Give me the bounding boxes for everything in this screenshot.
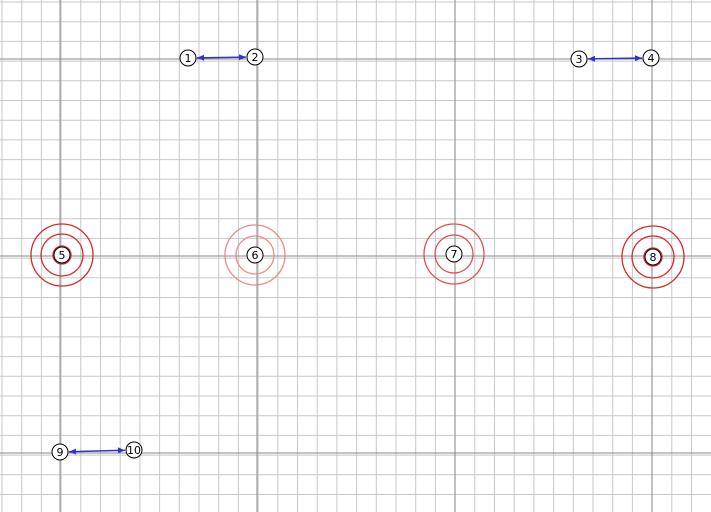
marker-circle bbox=[51, 443, 69, 461]
target-rings-8 bbox=[621, 225, 685, 289]
arrows-layer bbox=[68, 54, 643, 455]
marker-circle bbox=[125, 441, 143, 459]
marker-circle bbox=[53, 246, 71, 264]
arrow-shaft bbox=[196, 56, 247, 59]
arrow-head bbox=[587, 55, 596, 62]
marker-5: 5 bbox=[53, 246, 71, 264]
target-ring bbox=[631, 235, 675, 279]
target-ring bbox=[423, 223, 485, 285]
arrow-head bbox=[634, 55, 643, 62]
target-ring bbox=[224, 224, 286, 286]
arrow-head bbox=[238, 54, 247, 61]
target-ring bbox=[434, 234, 474, 274]
target-rings-5 bbox=[30, 223, 94, 287]
marker-circle bbox=[179, 49, 197, 67]
target-ring bbox=[52, 245, 72, 265]
marker-circle bbox=[570, 50, 588, 68]
arrow-1-2 bbox=[196, 54, 247, 61]
arrow-head bbox=[117, 447, 126, 454]
marker-4: 4 bbox=[642, 49, 660, 67]
target-rings-7 bbox=[423, 223, 485, 285]
targets-layer bbox=[30, 223, 685, 289]
arrow-head bbox=[68, 448, 77, 455]
marker-label: 9 bbox=[57, 446, 64, 459]
target-ring bbox=[40, 233, 84, 277]
marker-9: 9 bbox=[51, 443, 69, 461]
marker-circle bbox=[642, 49, 660, 67]
target-ring bbox=[235, 235, 275, 275]
marker-label: 6 bbox=[252, 249, 259, 262]
marker-6: 6 bbox=[246, 246, 264, 264]
target-ring bbox=[621, 225, 685, 289]
marker-8: 8 bbox=[644, 248, 662, 266]
marker-7: 7 bbox=[445, 245, 463, 263]
arrow-shaft bbox=[587, 57, 643, 60]
marker-label: 2 bbox=[252, 51, 259, 64]
target-ring bbox=[643, 247, 663, 267]
marker-label: 5 bbox=[59, 249, 66, 262]
marker-10: 10 bbox=[125, 441, 143, 459]
marker-label: 1 bbox=[185, 52, 192, 65]
marker-label: 3 bbox=[576, 53, 583, 66]
target-rings-6 bbox=[224, 224, 286, 286]
marker-label: 4 bbox=[648, 52, 655, 65]
arrow-3-4 bbox=[587, 55, 643, 62]
arrow-head bbox=[196, 54, 205, 61]
marker-label: 10 bbox=[127, 444, 141, 457]
marker-label: 7 bbox=[451, 248, 458, 261]
marker-3: 3 bbox=[570, 50, 588, 68]
marker-2: 2 bbox=[246, 48, 264, 66]
target-ring bbox=[30, 223, 94, 287]
marker-circle bbox=[644, 248, 662, 266]
marker-circle bbox=[246, 246, 264, 264]
arrow-9-10 bbox=[68, 447, 126, 455]
marker-1: 1 bbox=[179, 49, 197, 67]
marker-circle bbox=[246, 48, 264, 66]
markers-layer: 1 2 3 4 5 6 7 8 9 10 bbox=[51, 48, 662, 461]
arrow-shaft bbox=[68, 449, 126, 453]
marker-circle bbox=[445, 245, 463, 263]
marker-label: 8 bbox=[650, 251, 657, 264]
